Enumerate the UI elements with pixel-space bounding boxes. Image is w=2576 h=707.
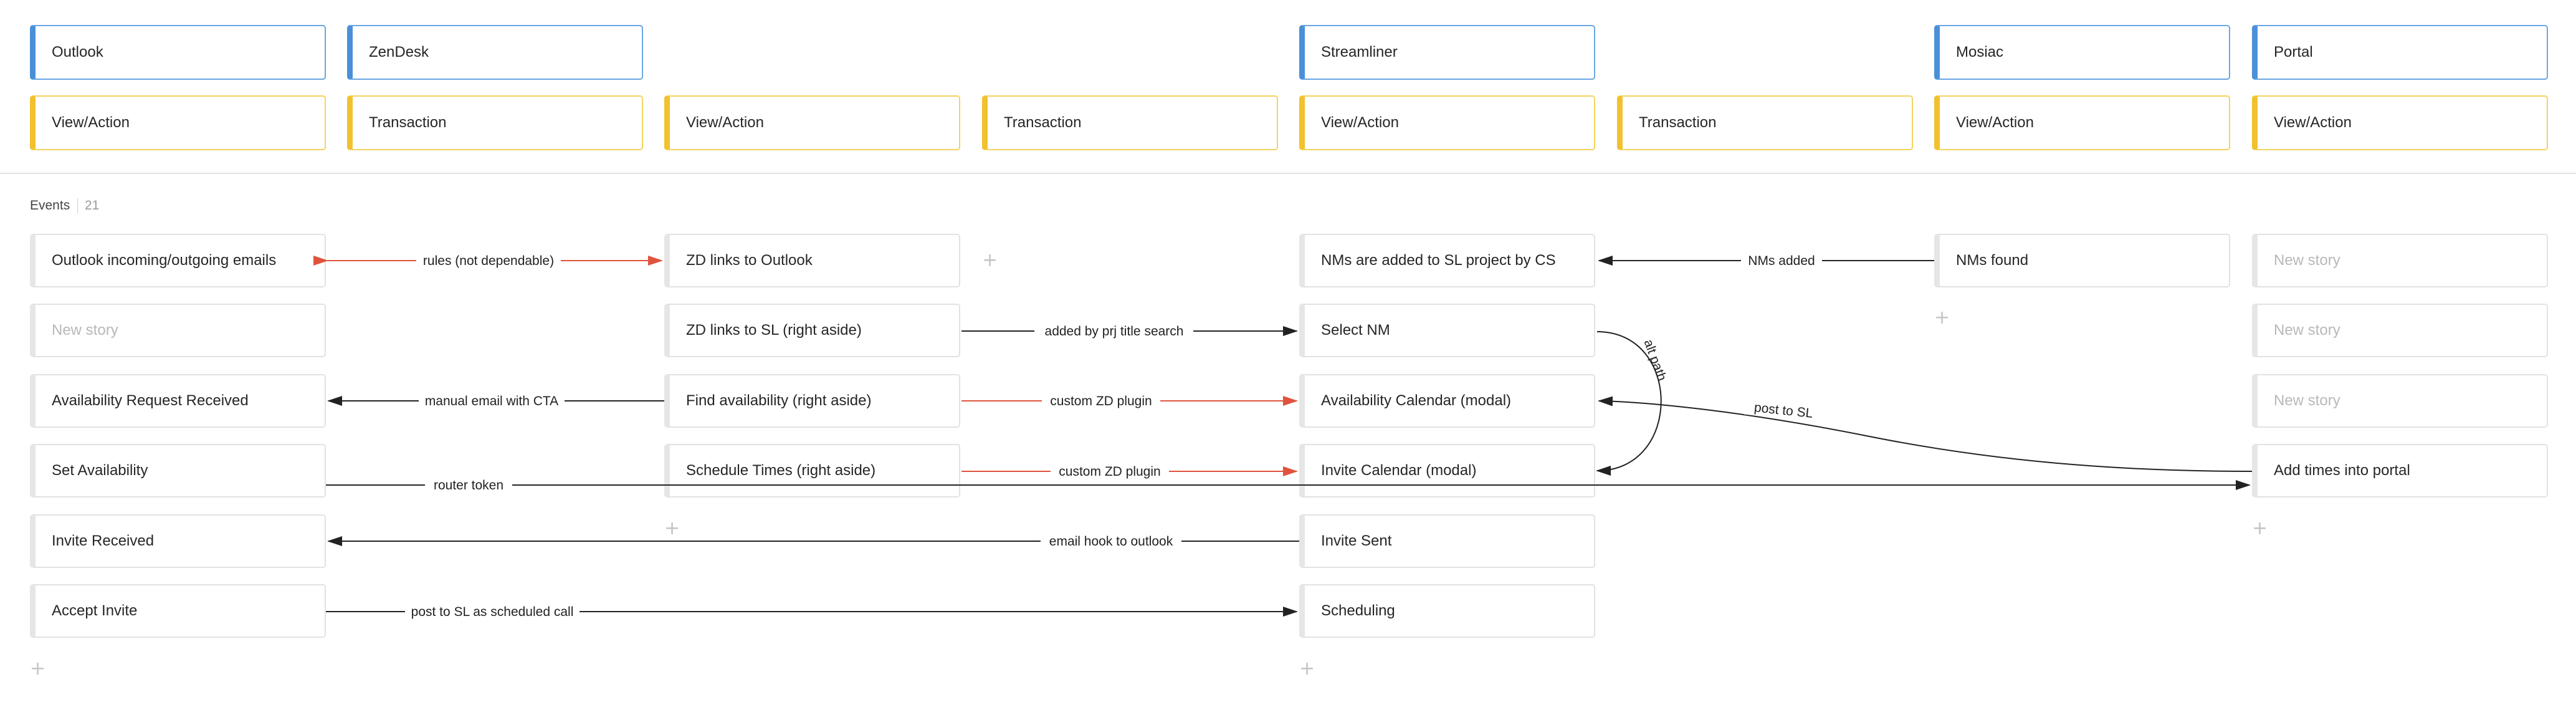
action-transaction-1[interactable]: Transaction	[347, 95, 643, 150]
link-email-hook[interactable]: email hook to outlook	[327, 531, 1299, 551]
link-label: alt path	[1641, 337, 1669, 383]
add-story-plus-icon[interactable]: +	[1934, 307, 1950, 329]
story-schedule-times[interactable]: Schedule Times (right aside)	[664, 444, 960, 498]
system-mosiac[interactable]: Mosiac	[1934, 25, 2230, 80]
story-invite-received[interactable]: Invite Received	[30, 514, 326, 568]
section-divider	[0, 173, 2576, 174]
action-transaction-3[interactable]: Transaction	[1617, 95, 1913, 150]
link-label: post to SL as scheduled call	[411, 605, 574, 619]
link-label: custom ZD plugin	[1059, 464, 1160, 479]
add-story-plus-icon[interactable]: +	[982, 249, 998, 271]
link-label: NMs added	[1748, 254, 1815, 268]
link-router-token[interactable]: router token	[326, 475, 2251, 495]
story-scheduling[interactable]: Scheduling	[1299, 584, 1595, 638]
story-nms-added-sl[interactable]: NMs are added to SL project by CS	[1299, 234, 1595, 287]
action-transaction-2[interactable]: Transaction	[982, 95, 1278, 150]
action-view-5[interactable]: View/Action	[2252, 95, 2548, 150]
events-separator	[77, 198, 78, 213]
add-story-plus-icon[interactable]: +	[2252, 517, 2268, 539]
events-title: Events	[30, 198, 70, 213]
story-invite-sent[interactable]: Invite Sent	[1299, 514, 1595, 568]
story-avail-calendar[interactable]: Availability Calendar (modal)	[1299, 374, 1595, 428]
link-label: manual email with CTA	[425, 394, 558, 408]
story-new-placeholder[interactable]: New story	[2252, 374, 2548, 428]
link-custom-zd-plugin[interactable]: custom ZD plugin	[961, 461, 1298, 481]
story-zd-links-sl[interactable]: ZD links to SL (right aside)	[664, 304, 960, 357]
story-accept-invite[interactable]: Accept Invite	[30, 584, 326, 638]
story-outlook-incoming[interactable]: Outlook incoming/outgoing emails	[30, 234, 326, 287]
link-added-by-prj[interactable]: added by prj title search	[961, 321, 1298, 341]
link-label: rules (not dependable)	[423, 254, 554, 268]
story-new-placeholder[interactable]: New story	[30, 304, 326, 357]
events-count: 21	[85, 198, 100, 213]
link-label: router token	[434, 478, 503, 493]
action-view-4[interactable]: View/Action	[1934, 95, 2230, 150]
add-story-plus-icon[interactable]: +	[664, 517, 680, 539]
system-portal[interactable]: Portal	[2252, 25, 2548, 80]
story-new-placeholder[interactable]: New story	[2252, 304, 2548, 357]
link-manual-email[interactable]: manual email with CTA	[327, 391, 664, 411]
link-label: added by prj title search	[1045, 324, 1184, 339]
story-new-placeholder[interactable]: New story	[2252, 234, 2548, 287]
story-zd-links-outlook[interactable]: ZD links to Outlook	[664, 234, 960, 287]
action-view-1[interactable]: View/Action	[30, 95, 326, 150]
story-add-times-portal[interactable]: Add times into portal	[2252, 444, 2548, 498]
story-find-avail[interactable]: Find availability (right aside)	[664, 374, 960, 428]
link-rules[interactable]: rules (not dependable)	[313, 251, 663, 271]
story-set-avail[interactable]: Set Availability	[30, 444, 326, 498]
action-view-2[interactable]: View/Action	[664, 95, 960, 150]
system-streamliner[interactable]: Streamliner	[1299, 25, 1595, 80]
system-outlook[interactable]: Outlook	[30, 25, 326, 80]
story-select-nm[interactable]: Select NM	[1299, 304, 1595, 357]
action-view-3[interactable]: View/Action	[1299, 95, 1595, 150]
link-custom-zd-plugin[interactable]: custom ZD plugin	[961, 391, 1298, 411]
add-story-plus-icon[interactable]: +	[30, 658, 46, 680]
add-story-plus-icon[interactable]: +	[1299, 658, 1315, 680]
link-label: email hook to outlook	[1049, 534, 1173, 549]
story-invite-calendar[interactable]: Invite Calendar (modal)	[1299, 444, 1595, 498]
system-zendesk[interactable]: ZenDesk	[347, 25, 643, 80]
link-post-sl-scheduled[interactable]: post to SL as scheduled call	[326, 602, 1298, 622]
link-post-to-sl[interactable]: post to SL	[1598, 395, 2253, 472]
link-nms-added[interactable]: NMs added	[1598, 251, 1934, 271]
story-nms-found[interactable]: NMs found	[1934, 234, 2230, 287]
link-label: custom ZD plugin	[1050, 394, 1152, 408]
story-avail-request[interactable]: Availability Request Received	[30, 374, 326, 428]
